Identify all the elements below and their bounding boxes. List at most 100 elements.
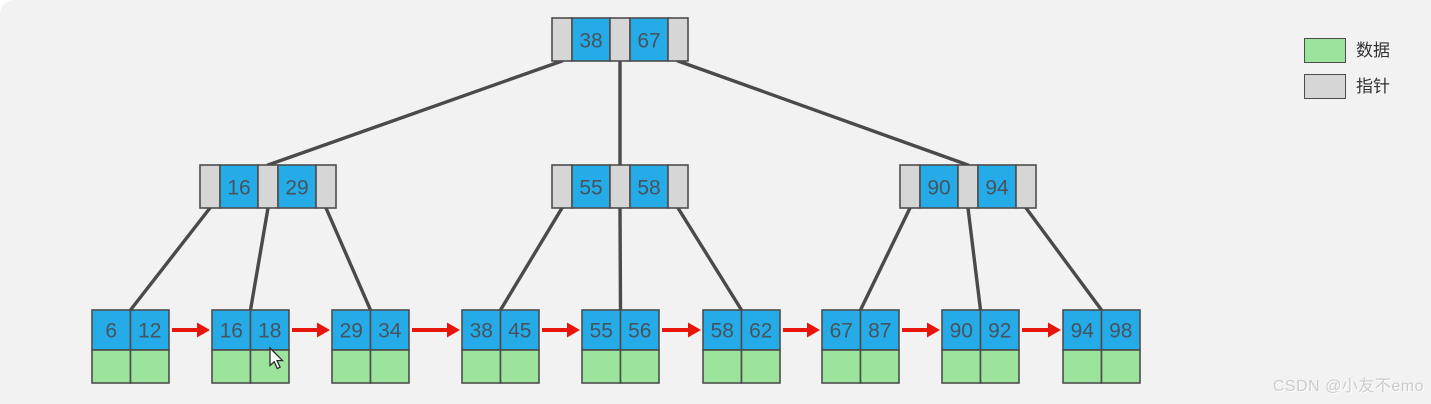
legend-label-pointer: 指针 — [1356, 77, 1390, 96]
edge-internal-to-leaf — [618, 206, 623, 312]
key-label: 16 — [220, 320, 243, 343]
pointer-cell — [257, 164, 279, 209]
leaf-link-arrow — [902, 322, 940, 338]
pointer-cell — [551, 17, 573, 62]
data-cell — [941, 349, 982, 384]
data-cell — [331, 349, 372, 384]
internal-node — [899, 164, 1037, 209]
key-label: 45 — [508, 320, 531, 343]
key-cell — [919, 164, 959, 209]
data-cell — [740, 349, 781, 384]
watermark: CSDN @小友不emo — [1272, 378, 1424, 395]
leaf-link-arrow — [292, 322, 330, 338]
legend-label-data: 数据 — [1356, 41, 1390, 60]
pointer-cell — [899, 164, 921, 209]
edge-internal-to-leaf — [248, 206, 270, 312]
edge-internal-to-leaf — [1024, 206, 1104, 312]
key-label: 38 — [579, 30, 602, 53]
key-cell — [571, 164, 611, 209]
leaf-node: 55 56 — [581, 309, 660, 384]
data-cell — [91, 349, 132, 384]
data-cell — [581, 349, 622, 384]
pointer-cell — [667, 17, 689, 62]
edge-internal-to-leaf — [966, 206, 983, 312]
leaf-node: 94 98 — [1062, 309, 1141, 384]
pointer-cell — [609, 164, 631, 209]
leaf-link-arrow — [662, 322, 701, 338]
legend-item-pointer: 指针 — [1304, 74, 1390, 99]
key-label: 67 — [637, 30, 660, 53]
mouse-cursor-icon — [269, 346, 285, 370]
leaf-node: 29 34 — [331, 309, 410, 384]
pointer-cell — [957, 164, 979, 209]
internal-node — [551, 164, 689, 209]
key-label: 12 — [138, 320, 161, 343]
key-label: 55 — [590, 320, 613, 343]
key-cell — [219, 164, 259, 209]
key-label: 98 — [1109, 320, 1132, 343]
key-cell — [91, 309, 132, 351]
key-label: 18 — [258, 320, 281, 343]
pointer-cell — [609, 17, 631, 62]
edge-internal-to-leaf — [128, 206, 212, 312]
key-label: 38 — [470, 320, 493, 343]
internal-node — [199, 164, 337, 209]
key-cell — [277, 164, 317, 209]
key-cell — [249, 309, 290, 351]
data-cell — [369, 349, 410, 384]
edge-root-to-internal — [676, 59, 970, 167]
key-cell — [499, 309, 540, 351]
key-label: 16 — [227, 177, 250, 200]
key-cell — [461, 309, 502, 351]
data-cell — [1100, 349, 1141, 384]
data-cell — [821, 349, 862, 384]
key-label: 56 — [628, 320, 651, 343]
legend-item-data: 数据 — [1304, 38, 1390, 63]
data-cell — [619, 349, 660, 384]
key-label: 90 — [927, 177, 950, 200]
pointer-cell — [1015, 164, 1037, 209]
data-cell — [859, 349, 900, 384]
key-label: 58 — [637, 177, 660, 200]
key-label: 29 — [285, 177, 308, 200]
leaf-link-arrow — [542, 322, 580, 338]
key-label: 34 — [378, 320, 402, 343]
pointer-cell — [199, 164, 221, 209]
leaf-link-arrow — [172, 322, 210, 338]
edge-internal-to-leaf — [498, 206, 564, 312]
edge-root-to-internal — [266, 59, 564, 167]
key-label: 87 — [868, 320, 891, 343]
edge-internal-to-leaf — [324, 206, 373, 312]
pointer-cell — [315, 164, 337, 209]
key-label: 94 — [1071, 320, 1095, 343]
data-cell — [211, 349, 252, 384]
legend: 数据 指针 — [1304, 38, 1390, 99]
key-cell — [369, 309, 410, 351]
leaf-node: 6 12 — [91, 309, 170, 384]
key-label: 29 — [340, 320, 363, 343]
pointer-cell — [667, 164, 689, 209]
pointer-color-swatch — [1304, 74, 1346, 99]
key-cell — [581, 309, 622, 351]
root-node — [551, 17, 689, 62]
data-color-swatch — [1304, 38, 1346, 63]
data-cell — [1062, 349, 1103, 384]
key-cell — [1062, 309, 1103, 351]
key-label: 58 — [711, 320, 734, 343]
key-label: 6 — [105, 320, 117, 343]
data-cell — [461, 349, 502, 384]
data-cell — [979, 349, 1020, 384]
edge-internal-to-leaf — [858, 206, 912, 312]
key-cell — [629, 164, 669, 209]
data-cell — [129, 349, 170, 384]
key-label: 55 — [579, 177, 602, 200]
key-cell — [740, 309, 781, 351]
key-label: 90 — [950, 320, 973, 343]
key-cell — [629, 17, 669, 62]
key-label: 62 — [749, 320, 772, 343]
